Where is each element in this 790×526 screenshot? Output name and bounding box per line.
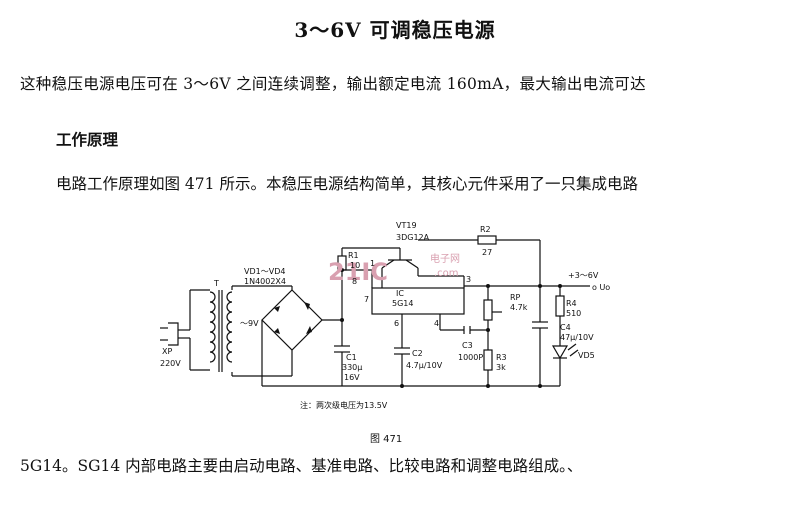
pin-1: 1 (370, 259, 375, 268)
plug-body (168, 322, 179, 346)
r1-label: R1 (348, 251, 359, 260)
c2-label: C2 (412, 349, 423, 358)
watermark: 21IC (328, 258, 388, 286)
c1-voltage: 16V (344, 373, 360, 382)
plug-label: XP (162, 347, 172, 356)
pin-4: 4 (434, 319, 439, 328)
section-heading: 工作原理 (56, 130, 119, 149)
output-terminal: o Uo (592, 283, 610, 292)
vd5-label: VD5 (578, 351, 595, 360)
ic-5g14 (371, 287, 465, 315)
c4-label: C4 (560, 323, 571, 332)
watermark-cn: 电子网 (430, 252, 460, 265)
c3-value: 1000P (458, 353, 483, 362)
c1-label: C1 (346, 353, 357, 362)
r3-label: R3 (496, 353, 507, 362)
pin-7: 7 (364, 295, 369, 304)
pin-8: 8 (352, 277, 357, 286)
watermark-url: .com (434, 268, 459, 279)
ic-label: IC (396, 289, 404, 298)
primary-coil (209, 291, 216, 363)
r2-value: 27 (482, 248, 492, 257)
closing-paragraph: 5G14。SG14 内部电路主要由启动电路、基准电路、比较电路和调整电路组成。、 (20, 457, 583, 475)
r2-label: R2 (480, 225, 491, 234)
page-title: 3～6V 可调稳压电源 (294, 18, 496, 42)
vd-model: 1N4002X4 (244, 277, 286, 286)
secondary-coil (226, 291, 233, 363)
c4-value: 47μ/10V (560, 333, 594, 342)
vd-label: VD1～VD4 (244, 267, 285, 276)
r4-label: R4 (566, 299, 577, 308)
secondary-voltage: ～9V (240, 319, 259, 328)
output-voltage: +3～6V (568, 271, 599, 280)
c2-value: 4.7μ/10V (406, 361, 443, 370)
transformer-label: T (213, 279, 219, 288)
c3-label: C3 (462, 341, 473, 350)
figure-caption: 图 471 (370, 434, 403, 445)
vt-model: 3DG12A (396, 233, 430, 242)
rp-label: RP (510, 293, 521, 302)
r4-value: 510 (566, 309, 581, 318)
mains-voltage: 220V (160, 359, 181, 368)
bridge-rectifier (261, 289, 323, 351)
pin-3: 3 (466, 275, 471, 284)
vt-label: VT19 (396, 221, 417, 230)
c1-value: 330μ (342, 363, 362, 372)
body-paragraph: 电路工作原理如图 471 所示。本稳压电源结构简单，其核心元件采用了一只集成电路 (56, 175, 638, 193)
r1-value: 10 (350, 261, 360, 270)
ic-model: 5G14 (392, 299, 413, 308)
intro-paragraph: 这种稳压电源电压可在 3～6V 之间连续调整，输出额定电流 160mA，最大输出… (20, 75, 646, 93)
rp-value: 4.7k (510, 303, 528, 312)
circuit-note: 注：两次级电压为13.5V (300, 400, 388, 410)
pin-6: 6 (394, 319, 399, 328)
r3-value: 3k (496, 363, 506, 372)
